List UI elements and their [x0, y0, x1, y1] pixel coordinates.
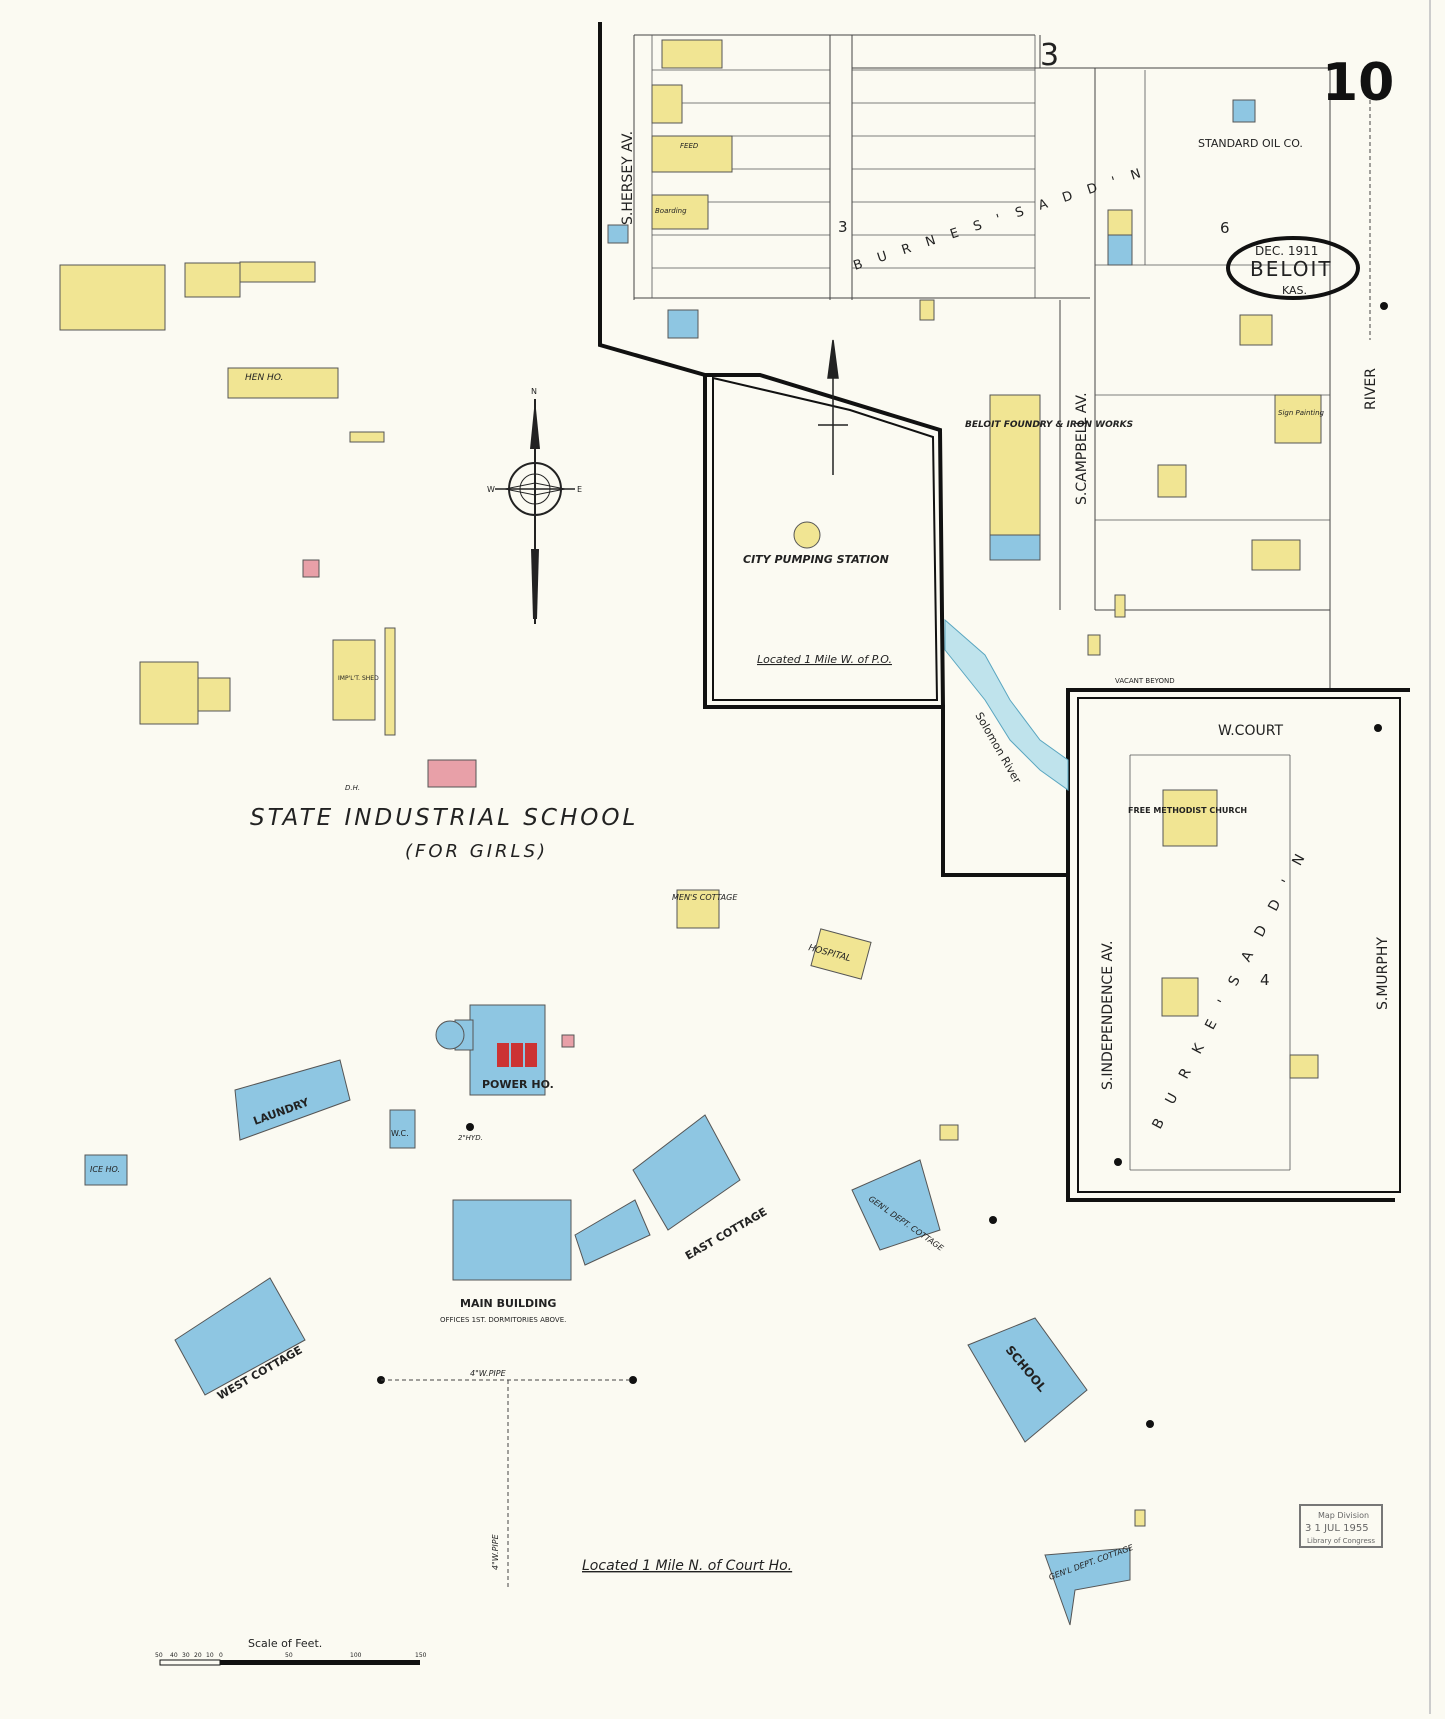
wc-label: W.C. — [391, 1129, 409, 1138]
hydrant-note: 2"HYD. — [458, 1134, 483, 1142]
svg-text:E: E — [577, 485, 582, 494]
inner-boundary — [712, 376, 1401, 1193]
boarding-label: Boarding — [655, 207, 687, 215]
block-3: 3 — [838, 218, 848, 236]
sign-painting-label: Sign Painting — [1278, 409, 1325, 417]
street-river: RIVER — [1363, 368, 1379, 410]
scale-tick-3: 20 — [194, 1652, 202, 1659]
svg-text:N: N — [531, 387, 537, 396]
scale-tick-6: 50 — [285, 1652, 293, 1659]
compass-rose: N W E — [487, 387, 582, 624]
district-boundary — [598, 22, 1410, 1202]
foundry-label: BELOIT FOUNDRY & IRON WORKS — [965, 420, 1133, 430]
water-pipe — [381, 1379, 633, 1590]
stamp-line-3: Library of Congress — [1307, 1537, 1375, 1545]
mens-cottage-label: MEN'S COTTAGE — [672, 893, 738, 902]
vacant-note: VACANT BEYOND — [1115, 677, 1175, 685]
city-name: BELOIT — [1250, 257, 1333, 281]
street-hersey: S.HERSEY AV. — [620, 131, 636, 225]
street-campbell: S.CAMPBELL AV. — [1074, 392, 1090, 505]
hospital-building — [810, 928, 872, 980]
church-label: FREE METHODIST CHURCH — [1128, 806, 1247, 815]
power-house-label: POWER HO. — [482, 1078, 554, 1091]
pipe-note-1: 4"W.PIPE — [470, 1369, 507, 1378]
scale-tick-0: 50 — [155, 1652, 163, 1659]
hen-house-label: HEN HO. — [245, 373, 283, 383]
street-court: W.COURT — [1218, 723, 1283, 739]
sheet-date: DEC. 1911 — [1255, 244, 1318, 258]
scale-bar: Scale of Feet. 50 40 30 20 10 0 50 100 1… — [155, 1637, 427, 1666]
street-murphy: S.MURPHY — [1375, 937, 1391, 1010]
school-subtitle: (FOR GIRLS) — [405, 841, 548, 862]
block-4: 4 — [1260, 971, 1270, 989]
scale-tick-1: 40 — [170, 1652, 178, 1659]
scale-tick-5: 0 — [219, 1652, 223, 1659]
standard-oil-label: STANDARD OIL CO. — [1198, 137, 1303, 150]
frame-buildings — [59, 39, 1322, 1527]
state-name: KAS. — [1282, 284, 1307, 297]
power-house-boilers — [435, 1020, 537, 1067]
pumping-well — [793, 521, 821, 549]
lot-lines — [651, 35, 1330, 1171]
stamp-line-1: Map Division — [1318, 1511, 1369, 1520]
scale-tick-7: 100 — [350, 1652, 362, 1659]
block-6: 6 — [1220, 219, 1230, 237]
east-cottage-label: EAST COTTAGE — [683, 1205, 769, 1262]
brick-buildings — [302, 559, 575, 1048]
pumping-station-label: CITY PUMPING STATION — [743, 553, 889, 566]
north-arrow — [818, 339, 848, 475]
main-building-label: MAIN BUILDING — [460, 1297, 556, 1310]
street-independence: S.INDEPENDENCE AV. — [1100, 941, 1116, 1090]
scale-tick-8: 150 — [415, 1652, 427, 1659]
feed-label: FEED — [680, 142, 699, 150]
scale-title: Scale of Feet. — [248, 1637, 322, 1650]
street-lines — [633, 34, 1331, 690]
ice-house-label: ICE HO. — [90, 1165, 120, 1174]
dh-note: D.H. — [345, 784, 360, 792]
solomon-river — [944, 618, 1069, 791]
stamp-line-2: 3 1 JUL 1955 — [1305, 1523, 1369, 1534]
main-building-sub: OFFICES 1ST. DORMITORIES ABOVE. — [440, 1316, 566, 1324]
pipe-note-2: 4"W.PIPE — [491, 1533, 500, 1570]
sheet-number: 10 — [1322, 53, 1394, 113]
court-location-note: Located 1 Mile N. of Court Ho. — [582, 1558, 792, 1574]
stone-buildings — [84, 99, 1256, 1626]
school-title: STATE INDUSTRIAL SCHOOL — [250, 805, 638, 831]
svg-text:W: W — [487, 485, 495, 494]
scale-tick-2: 30 — [182, 1652, 190, 1659]
pumping-location-note: Located 1 Mile W. of P.O. — [757, 653, 892, 666]
library-stamp: Map Division 3 1 JUL 1955 Library of Con… — [1299, 1504, 1383, 1548]
corner-3: 3 — [1040, 38, 1059, 73]
implement-shed-label: IMP'L'T. SHED — [338, 675, 379, 682]
burnes-addition: B U R N E S ' S A D D ' N — [852, 165, 1149, 274]
city-cartouche — [1226, 236, 1360, 300]
scale-tick-4: 10 — [206, 1652, 214, 1659]
